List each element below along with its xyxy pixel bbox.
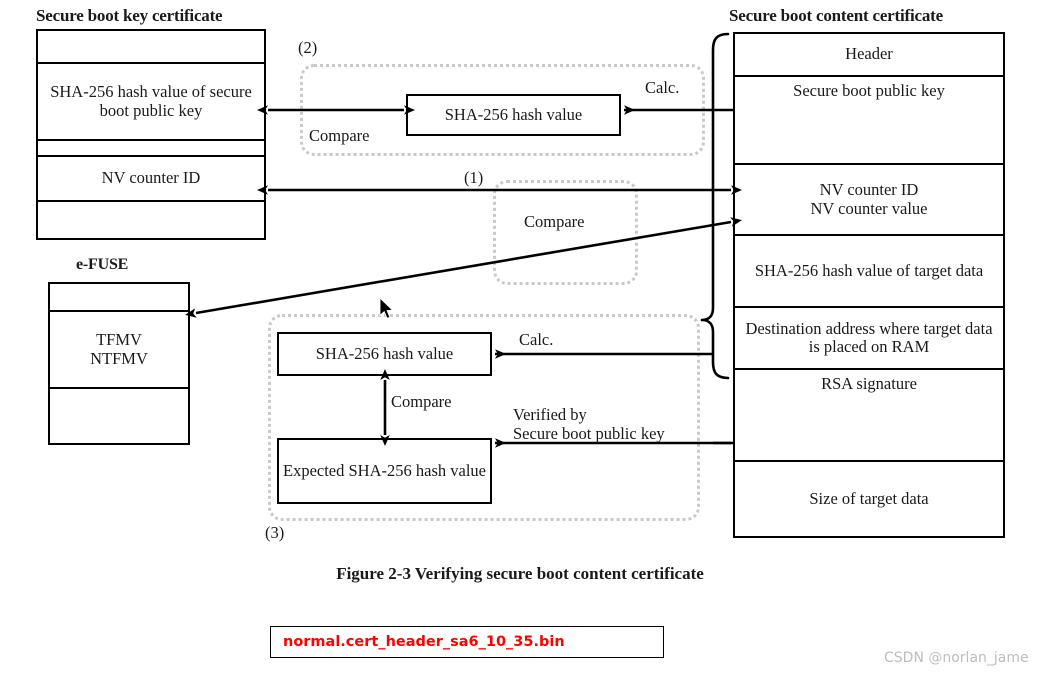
content-certificate-title: Secure boot content certificate <box>729 6 943 25</box>
calc-label-step3: Calc. <box>519 330 554 349</box>
key-cert-row-nv-counter-id: NV counter ID <box>38 157 264 202</box>
mouse-cursor-icon <box>379 297 394 319</box>
content-cert-row-rsa-signature: RSA signature <box>735 370 1003 462</box>
content-certificate-table: Header Secure boot public key NV counter… <box>733 32 1005 538</box>
key-cert-row-empty-bottom <box>38 202 264 238</box>
public-key-tap-line <box>713 108 733 445</box>
filename-callout-box: normal.cert_header_sa6_10_35.bin <box>270 626 664 658</box>
calc-label-step2: Calc. <box>645 78 680 97</box>
step2-computed-hash-box: SHA-256 hash value <box>406 94 621 136</box>
step1-compare-region <box>493 180 638 285</box>
efuse-row-empty-top <box>50 284 188 312</box>
key-cert-row-hash: SHA-256 hash value of secure boot public… <box>38 64 264 141</box>
content-cert-row-destination: Destination address where target data is… <box>735 308 1003 370</box>
key-cert-row-spacer <box>38 141 264 157</box>
content-cert-row-header: Header <box>735 34 1003 77</box>
verified-by-line-2: Secure boot public key <box>513 424 665 444</box>
step3-computed-hash-box: SHA-256 hash value <box>277 332 492 376</box>
key-cert-row-empty-top <box>38 31 264 64</box>
filename-text: normal.cert_header_sa6_10_35.bin <box>283 634 565 650</box>
content-cert-row-public-key: Secure boot public key <box>735 77 1003 165</box>
content-cert-row-target-hash: SHA-256 hash value of target data <box>735 236 1003 308</box>
efuse-row-empty-bottom <box>50 389 188 443</box>
compare-label-step1: Compare <box>524 212 585 231</box>
csdn-watermark: CSDN @norlan_jame <box>884 650 1029 666</box>
step3-expected-hash-box: Expected SHA-256 hash value <box>277 438 492 504</box>
compare-label-step3: Compare <box>391 392 452 411</box>
key-certificate-table: SHA-256 hash value of secure boot public… <box>36 29 266 240</box>
verified-by-label: Verified by Secure boot public key <box>513 405 665 443</box>
efuse-title: e-FUSE <box>76 256 129 273</box>
content-cert-row-size: Size of target data <box>809 488 929 508</box>
verified-by-line-1: Verified by <box>513 405 587 424</box>
step-2-number: (2) <box>298 38 318 57</box>
step-3-number: (3) <box>265 523 285 542</box>
step1-nv-counter-value-arrow <box>185 217 742 318</box>
compare-label-step2: Compare <box>309 126 370 145</box>
step-1-number: (1) <box>464 168 484 187</box>
key-certificate-title: Secure boot key certificate <box>36 6 223 25</box>
signed-region-brace <box>700 32 730 380</box>
figure-caption: Figure 2-3 Verifying secure boot content… <box>336 564 704 583</box>
